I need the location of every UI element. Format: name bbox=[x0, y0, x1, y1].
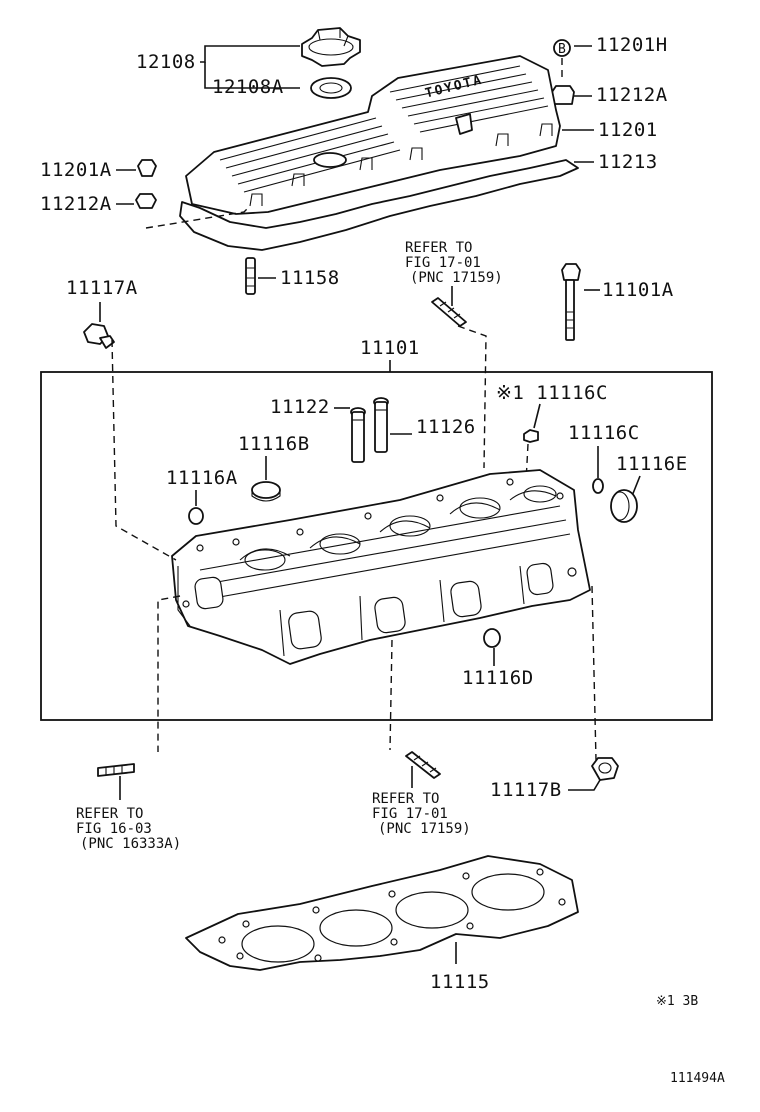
label-11201: 11201 bbox=[598, 119, 658, 141]
label-11116A: 11116A bbox=[166, 467, 238, 489]
footnote: ※1 3B bbox=[656, 994, 698, 1009]
ref2-line2: FIG 16-03 bbox=[76, 821, 152, 837]
plug-11116E bbox=[610, 489, 638, 523]
plug-11116C-upper bbox=[523, 429, 539, 443]
ref2-line1: REFER TO bbox=[76, 806, 143, 822]
valve-cover: TOYOTA bbox=[185, 55, 561, 215]
dash-ref3 bbox=[389, 639, 393, 751]
dash-11117A bbox=[111, 339, 177, 561]
ref3-line1: REFER TO bbox=[372, 791, 439, 807]
cover-grommet-left bbox=[135, 193, 157, 209]
label-11117A: 11117A bbox=[66, 277, 138, 299]
ref1-line3: (PNC 17159) bbox=[410, 270, 503, 286]
label-11116E: 11116E bbox=[616, 453, 688, 475]
leader-12108 bbox=[200, 45, 300, 63]
label-11116B: 11116B bbox=[238, 433, 310, 455]
cylinder-head-box bbox=[40, 371, 713, 721]
label-11122: 11122 bbox=[270, 396, 330, 418]
ref3-line2: FIG 17-01 bbox=[372, 806, 448, 822]
stud-11158 bbox=[245, 257, 256, 295]
label-11158: 11158 bbox=[280, 267, 340, 289]
leader-11116C-mark bbox=[533, 403, 541, 429]
plug-11116D bbox=[483, 628, 501, 648]
ref3-line3: (PNC 17159) bbox=[378, 821, 471, 837]
dash-ref2 bbox=[157, 595, 181, 752]
label-11212A-top: 11212A bbox=[596, 84, 668, 106]
stud-ref1 bbox=[431, 297, 467, 327]
b-marker: B bbox=[553, 39, 571, 57]
label-11116C: 11116C bbox=[568, 422, 640, 444]
plug-11116B bbox=[251, 481, 281, 502]
valve-cover-gasket bbox=[179, 159, 579, 251]
label-11116D: 11116D bbox=[462, 667, 534, 689]
oil-cap-gasket bbox=[310, 77, 352, 99]
valve-guide-intake bbox=[350, 407, 366, 463]
label-11116C-mark: ※1 11116C bbox=[496, 382, 608, 404]
stud-ref3 bbox=[405, 751, 441, 779]
valve-guide-exhaust bbox=[373, 397, 389, 453]
label-11213: 11213 bbox=[598, 151, 658, 173]
dash-ref1 bbox=[457, 325, 487, 469]
label-11201H: 11201H bbox=[596, 34, 668, 56]
label-12108A: 12108A bbox=[212, 76, 284, 98]
plug-11116A bbox=[188, 507, 204, 525]
label-11115: 11115 bbox=[430, 971, 490, 993]
ref1-line2: FIG 17-01 bbox=[405, 255, 481, 271]
label-11101A: 11101A bbox=[602, 279, 674, 301]
cover-nut-left bbox=[137, 159, 157, 177]
b-marker-text: B bbox=[558, 42, 566, 57]
stud-ref2 bbox=[97, 763, 135, 777]
head-bolt bbox=[561, 263, 581, 341]
label-12108: 12108 bbox=[136, 51, 196, 73]
ref2-line3: (PNC 16333A) bbox=[80, 836, 181, 852]
label-11117B: 11117B bbox=[490, 779, 562, 801]
oil-filler-cap bbox=[301, 27, 361, 67]
plug-11117A bbox=[83, 323, 115, 349]
dash-11117B bbox=[591, 585, 597, 761]
plug-11116C bbox=[592, 478, 604, 494]
head-gasket bbox=[185, 855, 579, 971]
label-11212A-left: 11212A bbox=[40, 193, 112, 215]
label-11201A: 11201A bbox=[40, 159, 112, 181]
leader-11117B bbox=[568, 779, 601, 791]
dash-left-nut bbox=[145, 205, 251, 229]
plug-11117B bbox=[591, 757, 619, 781]
leader-12108A bbox=[204, 62, 300, 89]
label-11126: 11126 bbox=[416, 416, 476, 438]
leader-11116E bbox=[631, 475, 641, 497]
cover-grommet-top bbox=[551, 85, 575, 105]
figure-id: 111494A bbox=[670, 1071, 725, 1086]
cylinder-head bbox=[171, 469, 591, 665]
ref1-line1: REFER TO bbox=[405, 240, 472, 256]
label-11101: 11101 bbox=[360, 337, 420, 359]
